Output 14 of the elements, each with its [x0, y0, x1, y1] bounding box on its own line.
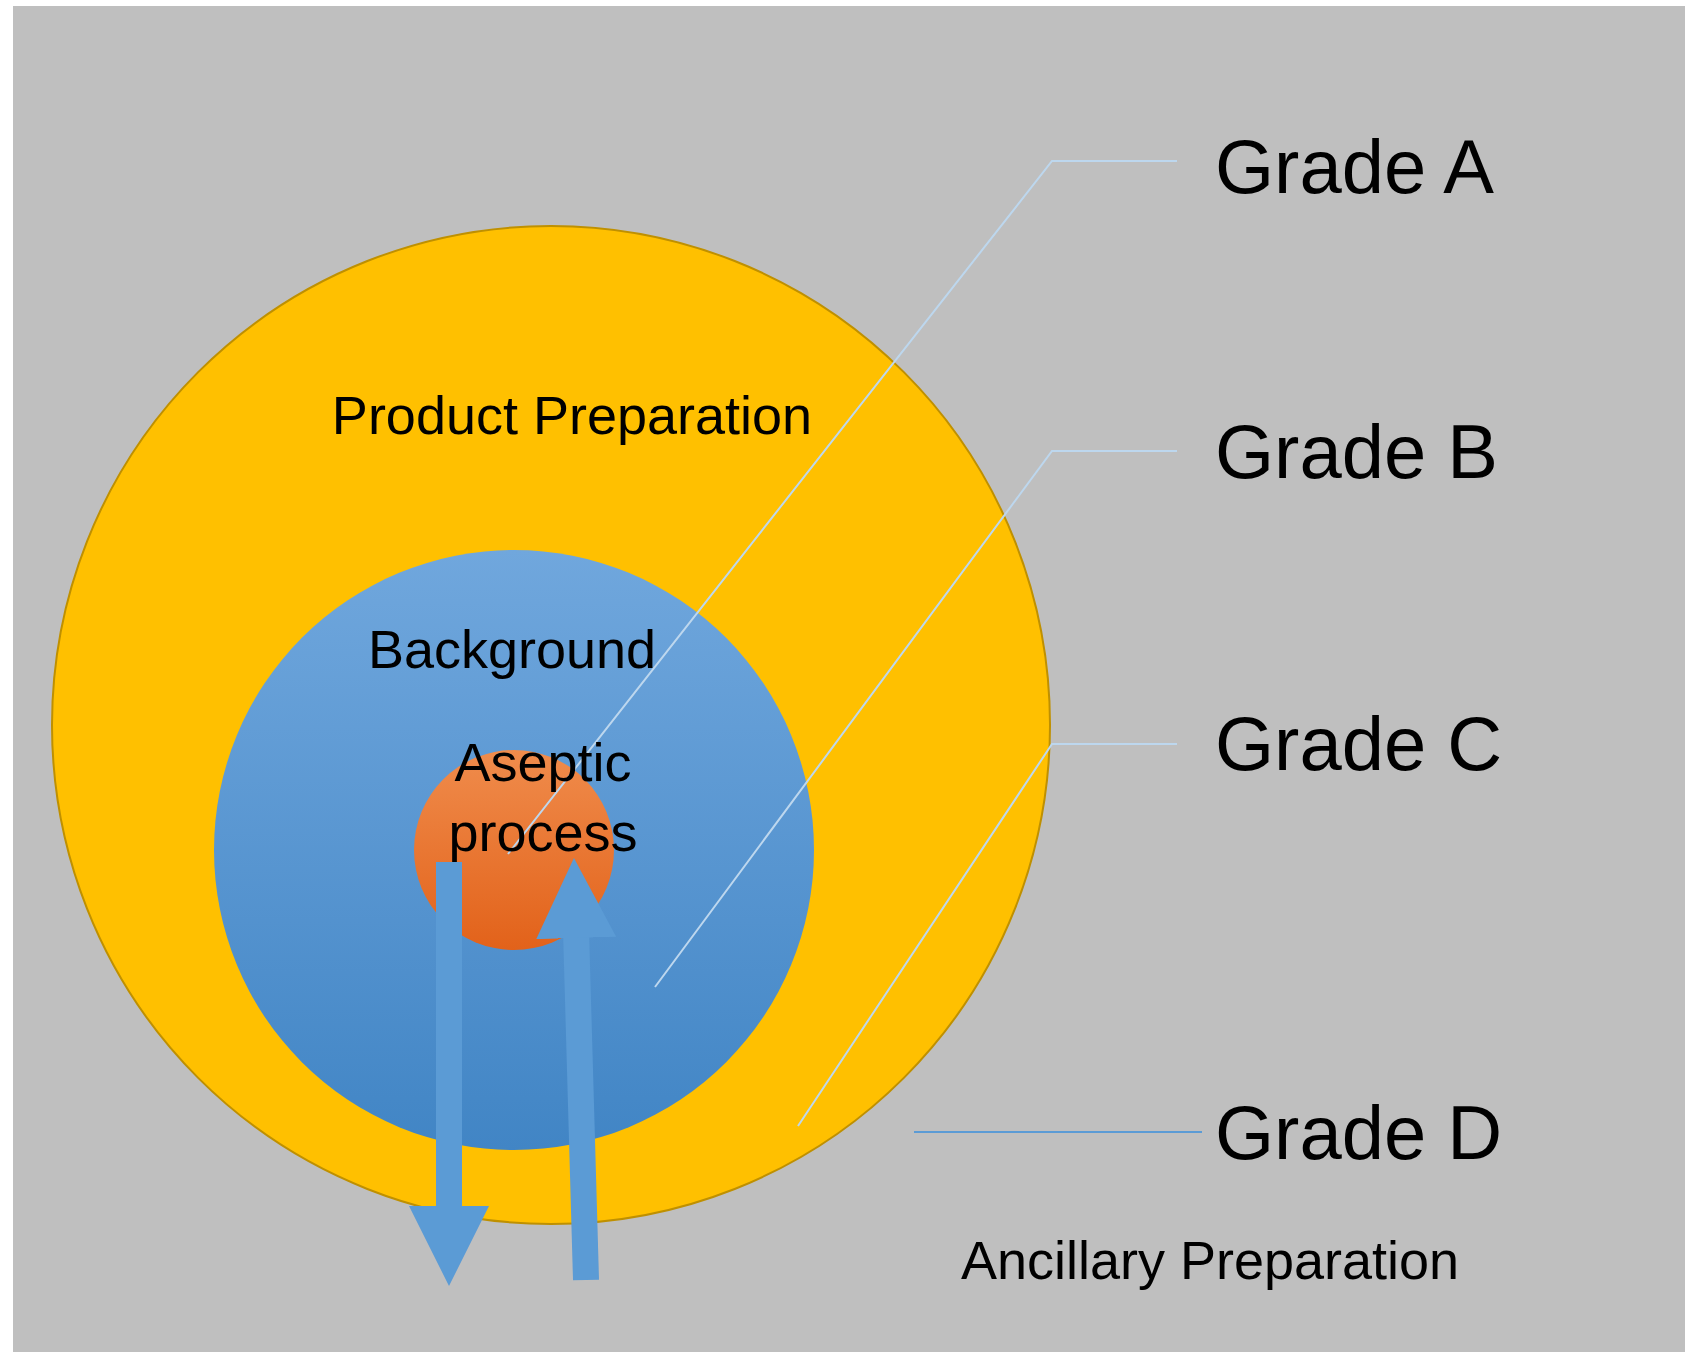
leader-line	[913, 1131, 1203, 1133]
area-panel	[13, 6, 1685, 1352]
zone-label: Product Preparation	[330, 384, 814, 447]
grade-label: Grade C	[1215, 700, 1503, 788]
grade-label: Grade B	[1215, 408, 1499, 496]
grade-label: Grade A	[1215, 123, 1494, 211]
arrow	[409, 862, 489, 1286]
leader-line	[654, 450, 1178, 988]
arrow	[536, 858, 617, 1281]
leader-line	[797, 743, 1178, 1127]
grade-label: Grade D	[1215, 1089, 1503, 1177]
zone-label: Background	[366, 618, 658, 681]
zone-label: Ancillary Preparation	[959, 1229, 1461, 1292]
leader-line	[507, 160, 1178, 855]
